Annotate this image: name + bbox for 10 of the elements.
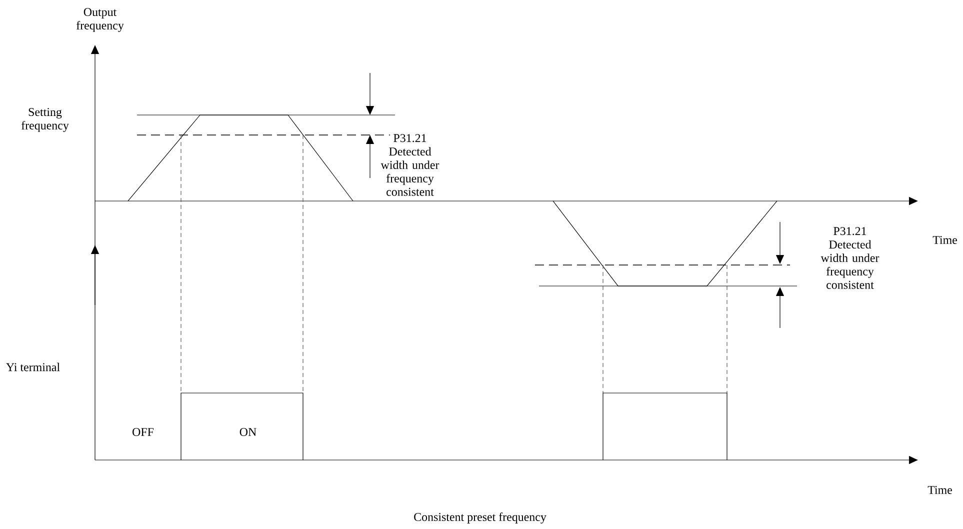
label: P31.21 Detected width under frequency consistent (820, 227, 880, 289)
label: OFF (132, 428, 154, 436)
label: Setting frequency (22, 108, 69, 132)
caption: Consistent preset frequency (414, 512, 546, 524)
label: P31.21 Detected width under frequency consistent (380, 134, 440, 196)
label: Output frequency (76, 8, 124, 32)
label: Time (932, 236, 957, 244)
label: Time (928, 486, 952, 494)
label: ON (240, 428, 256, 436)
label: Yi terminal (6, 362, 60, 372)
